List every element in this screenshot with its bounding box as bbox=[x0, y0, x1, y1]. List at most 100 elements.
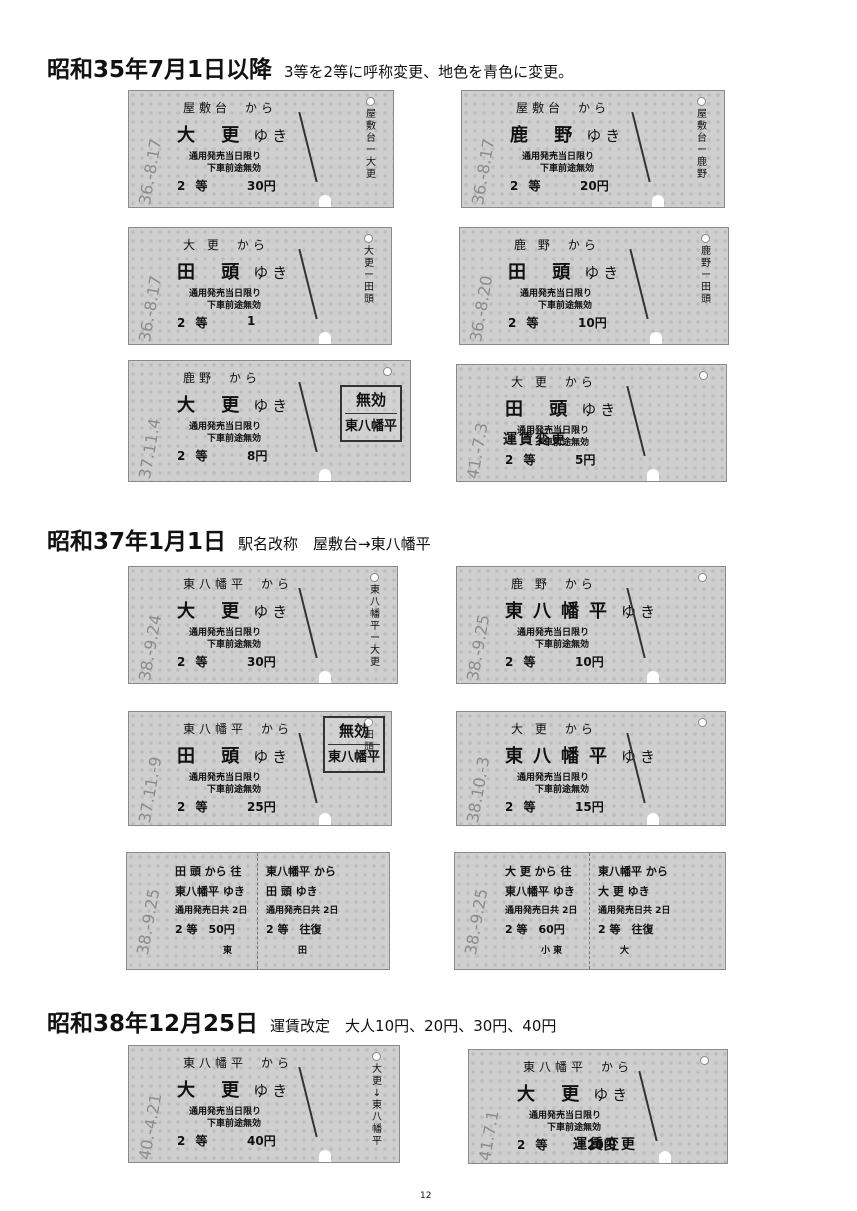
date-stamp: 36.-8.20 bbox=[466, 274, 497, 344]
ticket-text: 東八幡平 ゆき bbox=[505, 885, 575, 898]
ticket-class: 2 等 bbox=[505, 453, 539, 467]
ticket-right-half: 東八幡平 から 大 更 ゆき 通用発売日共 2日 2 等 往復 大 bbox=[589, 853, 725, 969]
punch-hole bbox=[701, 234, 710, 243]
ticket-class: 2 等 bbox=[505, 800, 539, 814]
stamp-text: 東八幡平 bbox=[344, 419, 397, 434]
punch-hole bbox=[364, 718, 373, 727]
punch-notch bbox=[659, 1151, 671, 1163]
origin-station: 大 更 bbox=[511, 375, 551, 389]
ticket-fare: 8円 bbox=[247, 449, 268, 463]
date-stamp: 38.10.-3 bbox=[463, 755, 494, 825]
ticket-origin: 大 更から bbox=[183, 236, 269, 253]
punch-hole bbox=[698, 718, 707, 727]
punch-notch bbox=[650, 332, 662, 344]
punch-hole bbox=[364, 234, 373, 243]
ticket-text: 大 bbox=[620, 946, 630, 956]
punch-notch bbox=[319, 671, 331, 683]
destination-station: 田 頭 bbox=[505, 399, 578, 420]
ticket-text: 2 等 50円 bbox=[175, 923, 235, 936]
kara-label: から bbox=[236, 238, 269, 252]
kara-label: から bbox=[564, 375, 597, 389]
ticket-fare: 5円 bbox=[575, 453, 596, 467]
kara-label: から bbox=[245, 101, 278, 115]
destination-station: 田 頭 bbox=[177, 262, 250, 283]
ticket-text: 東八幡平 ゆき bbox=[175, 885, 245, 898]
validity-text: 通用発売当日限り bbox=[189, 152, 262, 162]
kara-label: から bbox=[261, 1056, 294, 1070]
ticket-class: 2 等 bbox=[510, 179, 544, 193]
yuki-label: ゆき bbox=[253, 1082, 292, 1100]
date-stamp: 36.-8.17 bbox=[135, 274, 166, 344]
punch-notch bbox=[647, 813, 659, 825]
punch-hole bbox=[366, 97, 375, 106]
ticket-destination: 大 更ゆき bbox=[517, 1080, 631, 1106]
page-number: 12 bbox=[420, 1191, 432, 1201]
ticket-destination: 東八幡平ゆき bbox=[505, 742, 659, 768]
ticket-origin: 大 更から bbox=[511, 373, 597, 390]
ticket-divider-line bbox=[626, 385, 646, 457]
yuki-label: ゆき bbox=[586, 127, 625, 145]
ticket-destination: 大 更ゆき bbox=[177, 391, 291, 417]
ticket-divider-line bbox=[631, 111, 651, 183]
ticket-destination: 大 更ゆき bbox=[177, 597, 291, 623]
section-note: 3等を2等に呼称変更、地色を青色に変更。 bbox=[284, 63, 574, 81]
validity-text: 通用発売当日限り bbox=[520, 289, 593, 299]
yuki-label: ゆき bbox=[593, 1086, 632, 1104]
fare-change-stamp: 運賃変更 bbox=[503, 432, 567, 448]
ticket-origin: 東八幡平から bbox=[183, 575, 293, 592]
destination-station: 大 更 bbox=[177, 125, 250, 146]
date-stamp: 38.-9.24 bbox=[135, 613, 166, 683]
ticket-destination: 東八幡平ゆき bbox=[505, 597, 659, 623]
stamp-text: 無効 bbox=[344, 387, 397, 414]
destination-station: 大 更 bbox=[517, 1084, 590, 1105]
destination-station: 田 頭 bbox=[177, 746, 250, 767]
destination-station: 鹿 野 bbox=[510, 125, 583, 146]
punch-notch bbox=[647, 469, 659, 481]
ticket-text: 田 bbox=[298, 946, 308, 956]
validity-text: 下車前途無効 bbox=[540, 164, 595, 174]
ticket-fare: 10円 bbox=[575, 655, 604, 669]
yuki-label: ゆき bbox=[253, 603, 292, 621]
ticket-fare: 25円 bbox=[247, 800, 276, 814]
validity-text: 通用発売当日限り bbox=[529, 1111, 602, 1121]
ticket-origin: 大 更から bbox=[511, 720, 597, 737]
round-trip-ticket-2: 大 更 から 往 東八幡平 ゆき 通用発売日共 2日 2 等 60円 小 東 東… bbox=[454, 852, 726, 970]
section-note: 運賃改定 大人10円、20円、30円、40円 bbox=[270, 1017, 557, 1035]
ticket-class: 2 等 bbox=[177, 800, 211, 814]
ticket-destination: 田 頭ゆき bbox=[177, 742, 291, 768]
ticket-text: 大 更 ゆき bbox=[598, 885, 650, 898]
ticket-class: 2 等 bbox=[177, 1134, 211, 1148]
invalid-stamp: 無効東八幡平 bbox=[339, 385, 402, 442]
validity-text: 下車前途無効 bbox=[207, 640, 262, 650]
round-trip-ticket-1: 田 頭 から 往 東八幡平 ゆき 通用発売日共 2日 2 等 50円 東 東八幡… bbox=[126, 852, 390, 970]
date-stamp: 40.-4.21 bbox=[135, 1092, 166, 1162]
ticket-text: 2 等 60円 bbox=[505, 923, 565, 936]
ticket-destination: 大 更ゆき bbox=[177, 1076, 291, 1102]
ticket-fare: 40円 bbox=[247, 1134, 276, 1148]
punch-hole bbox=[372, 1052, 381, 1061]
section-title: 昭和38年12月25日 bbox=[47, 1011, 259, 1037]
ticket-text: 2 等 往復 bbox=[266, 923, 322, 936]
punch-hole bbox=[698, 573, 707, 582]
date-stamp: 37.11.4 bbox=[135, 416, 165, 481]
punch-notch bbox=[319, 195, 331, 207]
origin-station: 鹿 野 bbox=[511, 577, 551, 591]
ticket-destination: 大 更ゆき bbox=[177, 121, 291, 147]
ticket-class: 2 等 bbox=[177, 179, 211, 193]
ticket-origin: 屋敷台から bbox=[516, 99, 610, 116]
section-heading-2: 昭和37年1月1日駅名改称 屋敷台→東八幡平 bbox=[47, 522, 431, 556]
yuki-label: ゆき bbox=[581, 401, 620, 419]
ticket-text: 通用発売日共 2日 bbox=[598, 906, 671, 916]
date-stamp: 38.-9.25 bbox=[463, 613, 494, 683]
ticket-text: 田 頭 ゆき bbox=[266, 885, 318, 898]
kara-label: から bbox=[564, 577, 597, 591]
punch-hole bbox=[699, 371, 708, 380]
punch-notch bbox=[319, 1150, 331, 1162]
punch-notch bbox=[652, 195, 664, 207]
